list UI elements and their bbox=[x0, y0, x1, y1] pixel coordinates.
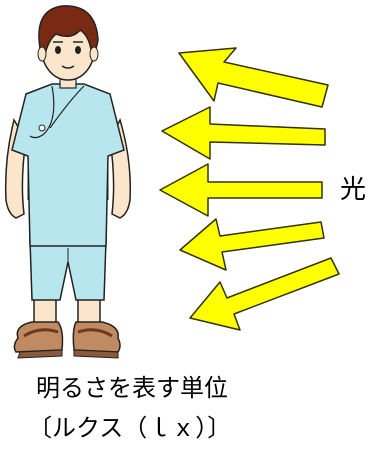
light-arrow bbox=[161, 106, 326, 160]
light-arrow bbox=[178, 47, 329, 108]
light-arrow bbox=[179, 218, 325, 271]
light-arrow bbox=[159, 163, 323, 217]
light-arrows bbox=[159, 47, 340, 331]
gown bbox=[11, 83, 125, 247]
caption-line-2: 〔ルクス（ｌｘ）〕 bbox=[28, 414, 232, 442]
right-sandal bbox=[72, 321, 121, 353]
light-label: 光 bbox=[340, 175, 366, 205]
shorts bbox=[29, 239, 107, 301]
person-figure bbox=[4, 5, 132, 359]
caption-line-1: 明るさを表す単位 bbox=[36, 374, 228, 402]
light-arrow bbox=[189, 257, 340, 331]
left-sandal bbox=[13, 321, 64, 353]
diagram-figure: 光 bbox=[4, 5, 366, 359]
